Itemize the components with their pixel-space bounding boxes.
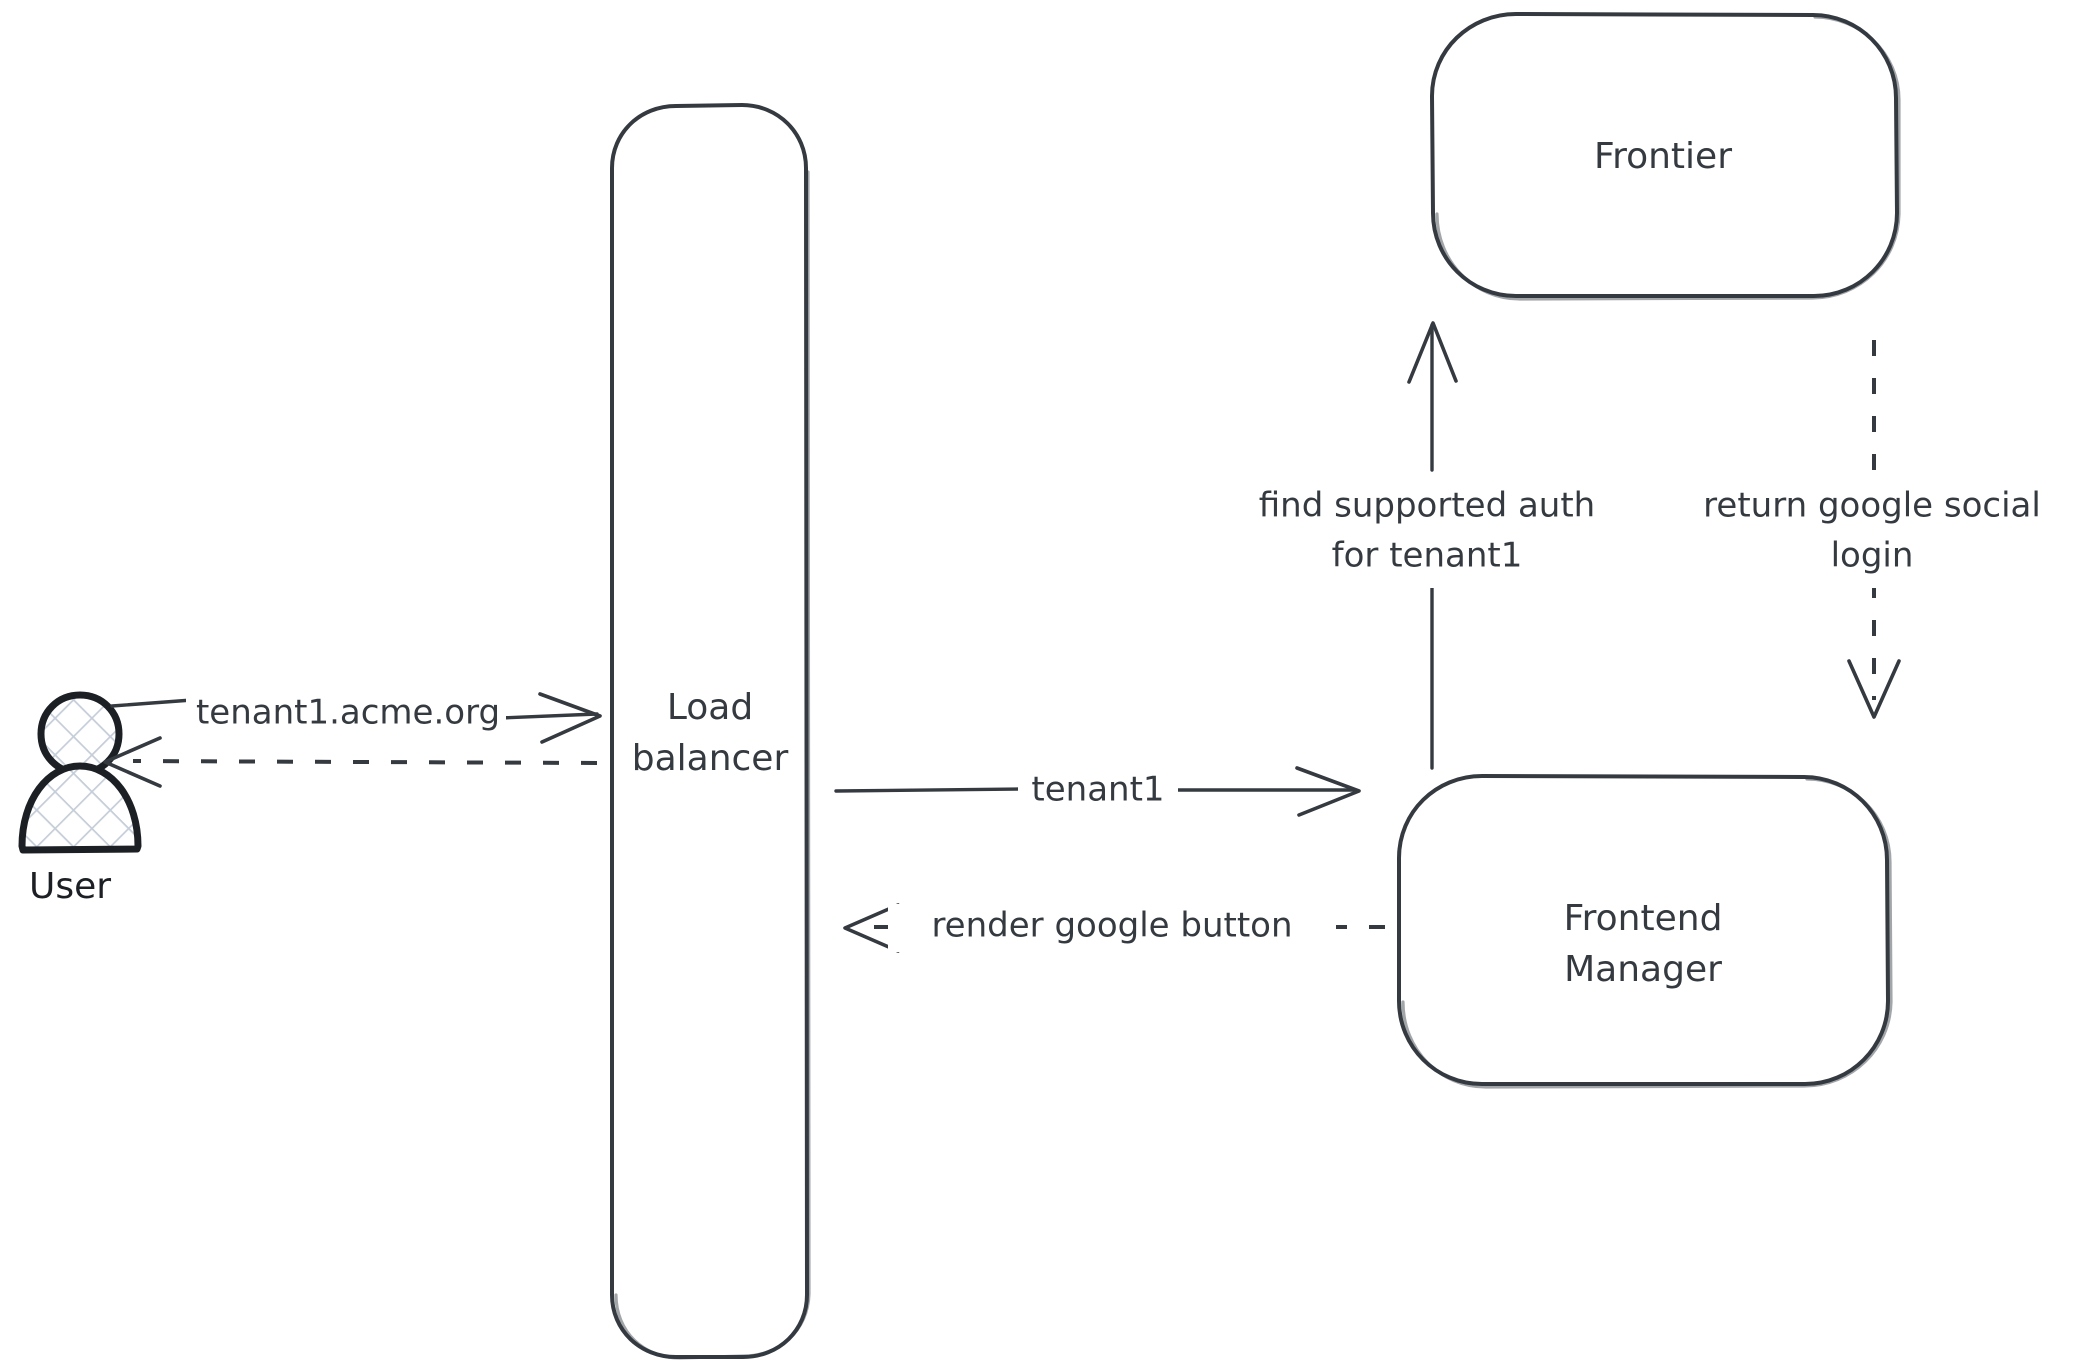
edge-user-to-lb-line2	[498, 712, 599, 720]
frontier-shape	[1430, 12, 1899, 298]
edge-lb-to-user-arrowhead	[103, 736, 162, 788]
node-frontend-manager[interactable]: Frontend Manager	[1397, 774, 1893, 1089]
edge-user-to-load-balancer[interactable]: tenant1.acme.org	[110, 688, 602, 744]
edge-load-balancer-to-user[interactable]	[103, 736, 598, 788]
edge-frontend-manager-to-frontier[interactable]: find supported auth for tenant1	[1222, 321, 1632, 770]
edge-frontend-manager-to-load-balancer[interactable]: render google button	[843, 903, 1385, 953]
edge-frontier-to-frontend-manager[interactable]: return google social login	[1660, 340, 2080, 719]
edge-frontier-to-fm-label-line1: return google social	[1703, 486, 2041, 526]
person-icon-body	[18, 762, 142, 854]
node-frontier[interactable]: Frontier	[1430, 12, 1901, 301]
edge-fm-to-frontier-arrowhead	[1407, 321, 1458, 384]
edge-fm-to-lb-arrowhead	[843, 903, 900, 953]
node-user-label: User	[29, 866, 111, 907]
load-balancer-shape	[610, 103, 809, 1359]
frontend-manager-shape-sketch	[1401, 777, 1893, 1089]
node-frontend-manager-label-line1: Frontend	[1564, 898, 1723, 939]
edge-fm-to-frontier-label-line1: find supported auth	[1259, 486, 1595, 526]
edge-lb-to-user-line	[132, 759, 598, 765]
edge-fm-to-lb-label: render google button	[931, 906, 1292, 946]
edge-fm-to-lb-label-bg	[888, 904, 1336, 952]
edge-load-balancer-to-frontend-manager[interactable]: tenant1	[834, 766, 1361, 817]
node-frontend-manager-label-line2: Manager	[1564, 949, 1722, 990]
frontier-shape-sketch	[1435, 15, 1901, 301]
edge-user-to-lb-label-bg	[186, 688, 506, 736]
node-load-balancer-label-line2: balancer	[632, 738, 789, 779]
edge-frontier-to-fm-arrowhead	[1847, 659, 1901, 719]
edge-user-to-lb-label: tenant1.acme.org	[196, 693, 500, 733]
edge-user-to-lb-line	[110, 698, 194, 708]
node-load-balancer-label-line1: Load	[667, 687, 753, 728]
edge-fm-to-frontier-label-bg	[1222, 478, 1632, 588]
edge-lb-to-fm-label: tenant1	[1031, 770, 1164, 810]
edge-lb-to-fm-arrowhead	[1295, 766, 1361, 817]
edge-frontier-to-fm-label-line2: login	[1831, 536, 1914, 576]
node-frontier-label: Frontier	[1594, 136, 1732, 177]
edge-frontier-to-fm-label-bg	[1660, 478, 2080, 588]
load-balancer-shape-sketch	[614, 170, 811, 1360]
edge-lb-to-fm-line	[834, 787, 1022, 793]
edge-user-to-lb-arrowhead	[538, 692, 602, 744]
frontend-manager-shape	[1397, 774, 1890, 1086]
edge-fm-to-frontier-label-line2: for tenant1	[1332, 536, 1523, 576]
edge-lb-to-fm-label-bg	[1018, 768, 1178, 814]
node-user[interactable]: User	[18, 691, 142, 907]
node-load-balancer[interactable]: Load balancer	[610, 103, 811, 1360]
